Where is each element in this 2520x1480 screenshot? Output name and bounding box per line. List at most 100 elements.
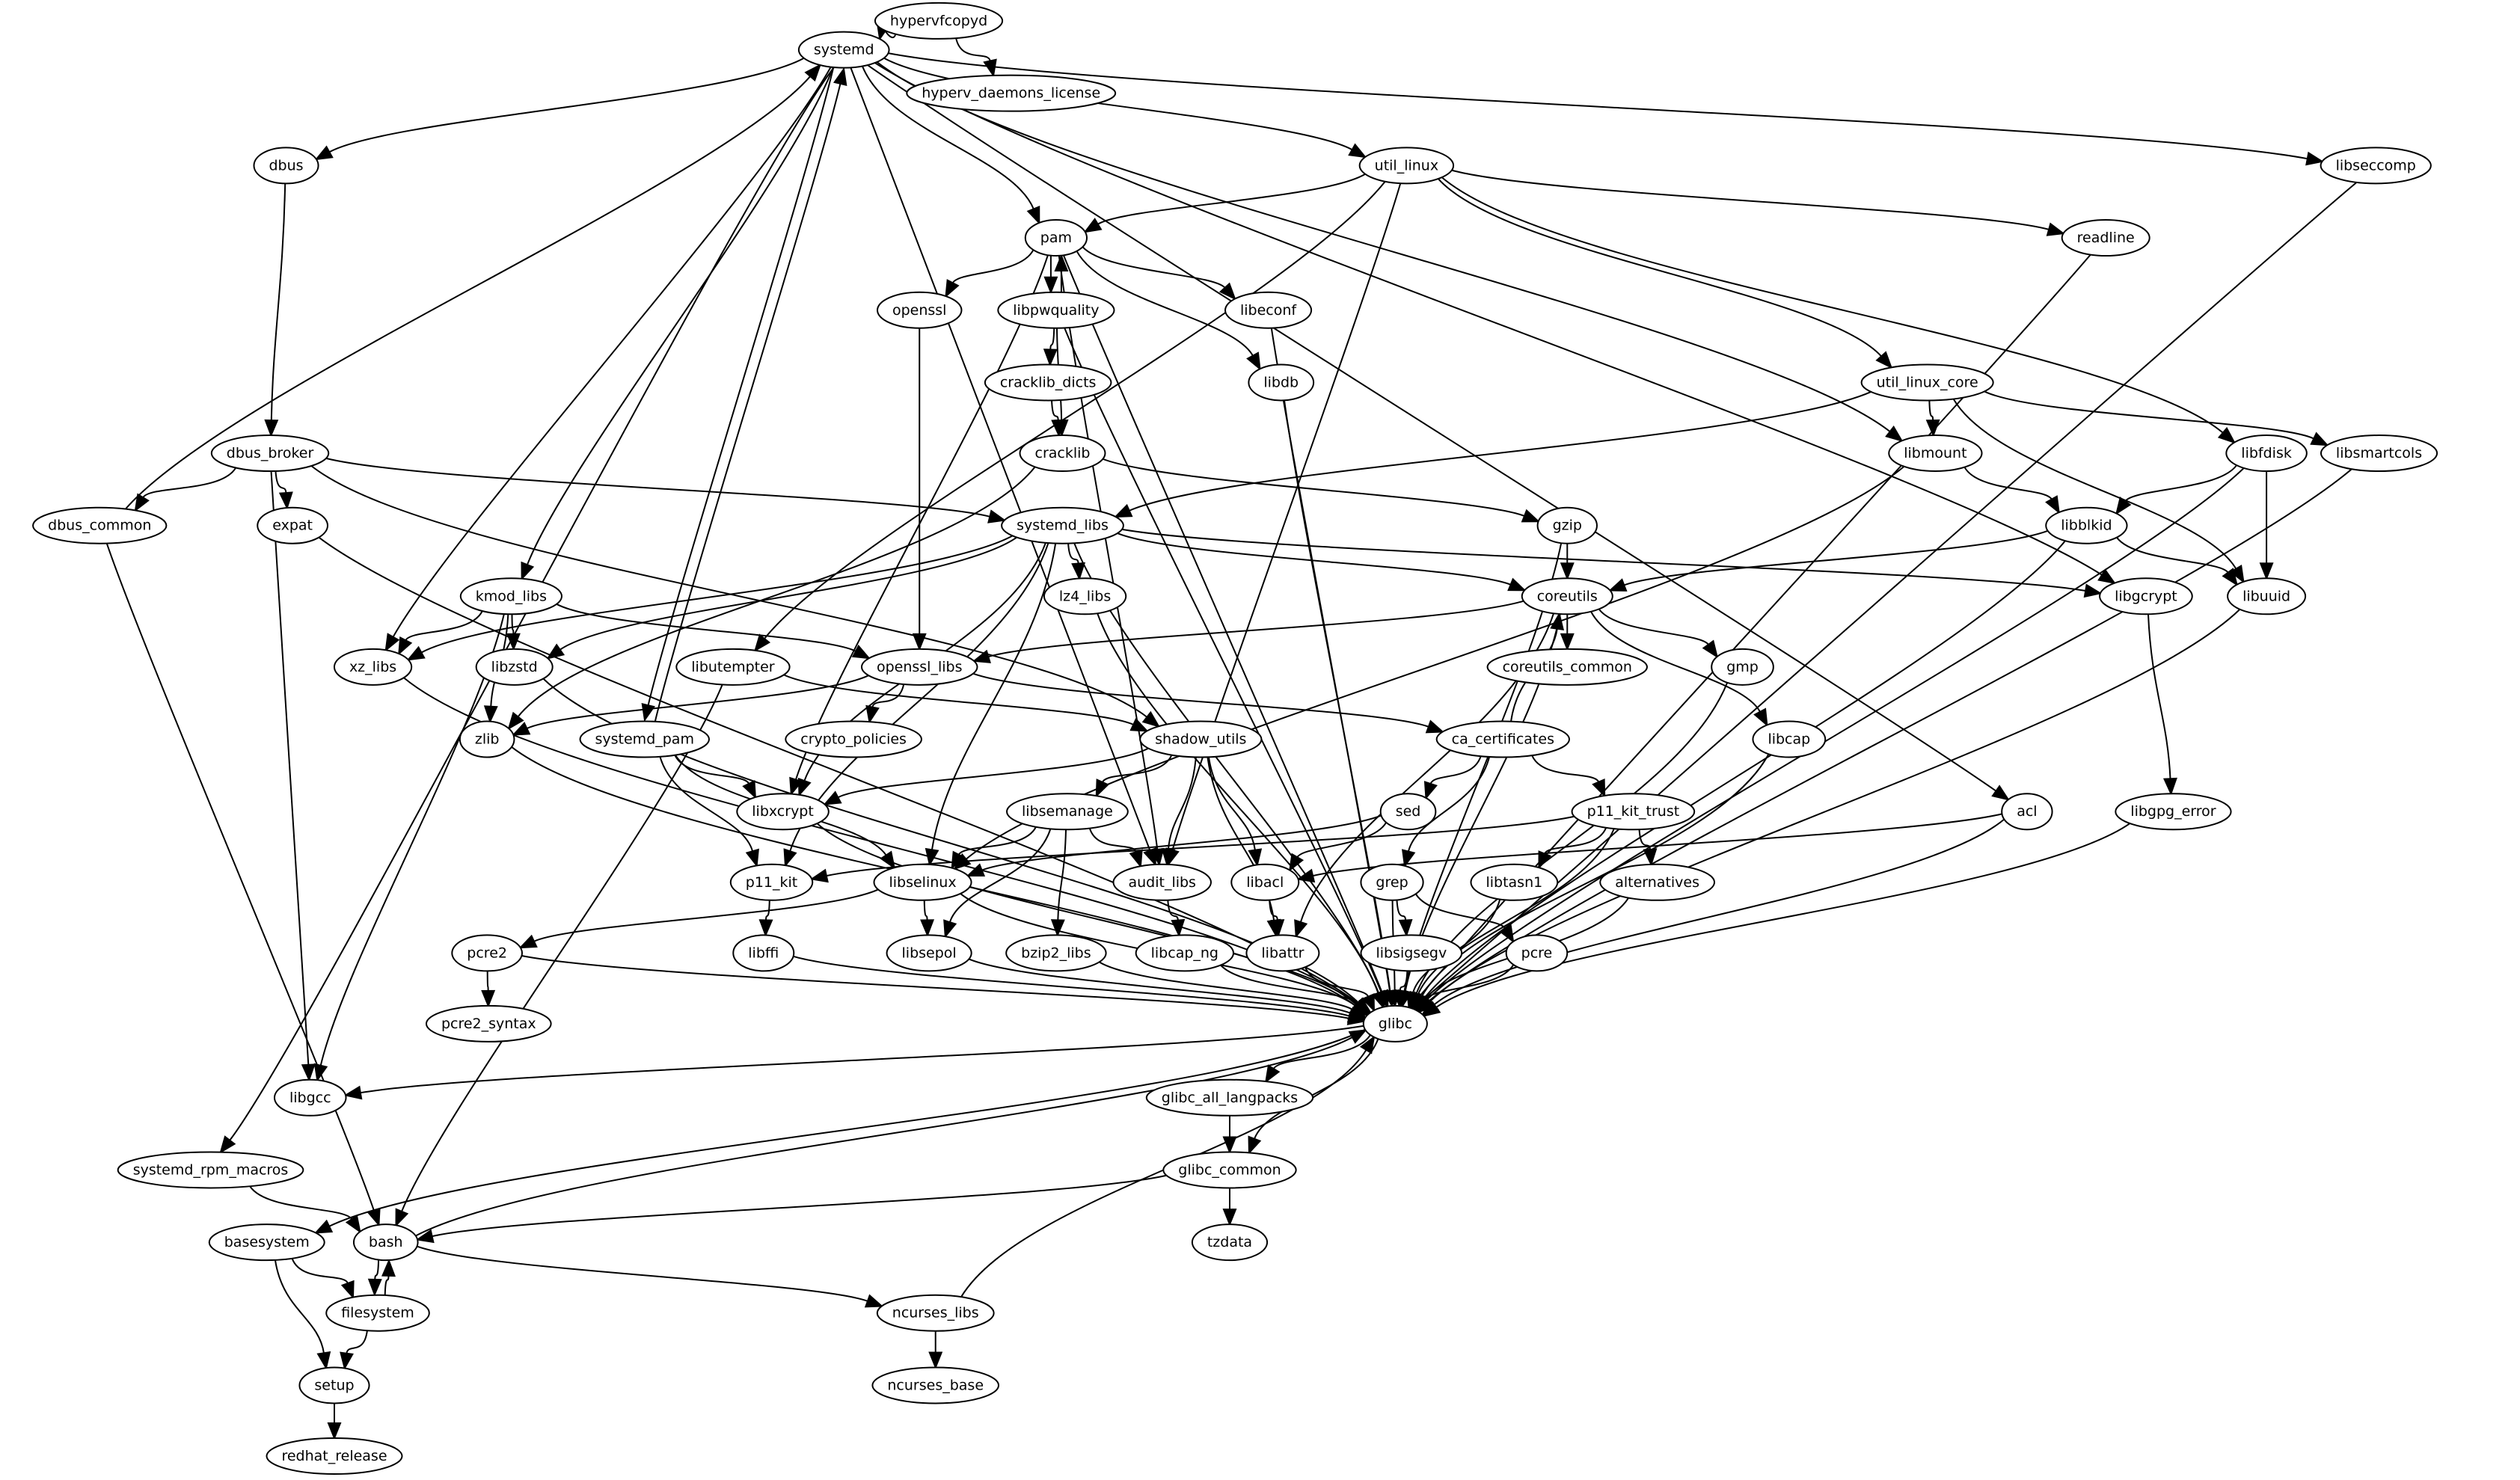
graph-node-glibc[interactable]: glibc bbox=[1362, 1004, 1428, 1043]
graph-node-ncurses-base[interactable]: ncurses_base bbox=[871, 1366, 1000, 1404]
graph-node-libgcrypt[interactable]: libgcrypt bbox=[2099, 577, 2193, 615]
graph-node-readline[interactable]: readline bbox=[2061, 219, 2150, 257]
edge-line bbox=[837, 747, 1149, 799]
graph-node-libseccomp[interactable]: libseccomp bbox=[2320, 147, 2432, 185]
node-label: libselinux bbox=[889, 874, 956, 891]
edge-line bbox=[1304, 966, 1370, 998]
graph-node-gzip[interactable]: gzip bbox=[1536, 506, 1598, 544]
graph-node-audit-libs[interactable]: audit_libs bbox=[1112, 863, 1212, 901]
edge-pam-to-libpwquality bbox=[1043, 256, 1058, 295]
graph-node-systemd-libs[interactable]: systemd_libs bbox=[1001, 506, 1124, 544]
graph-node-util-linux[interactable]: util_linux bbox=[1358, 147, 1455, 185]
graph-node-systemd-rpm-macros[interactable]: systemd_rpm_macros bbox=[117, 1151, 304, 1189]
graph-node-libsemanage[interactable]: libsemanage bbox=[1006, 793, 1129, 831]
edge-line bbox=[969, 958, 1352, 1014]
arrowhead-icon bbox=[1560, 633, 1575, 651]
graph-node-libsmartcols[interactable]: libsmartcols bbox=[2320, 435, 2438, 473]
graph-node-openssl[interactable]: openssl bbox=[876, 291, 963, 329]
graph-node-cracklib[interactable]: cracklib bbox=[1019, 435, 1106, 473]
graph-node-libxcrypt[interactable]: libxcrypt bbox=[736, 793, 830, 831]
graph-node-ncurses-libs[interactable]: ncurses_libs bbox=[876, 1294, 995, 1332]
node-ellipse bbox=[333, 648, 413, 686]
edge-line bbox=[1590, 611, 1761, 713]
node-label: p11_kit_trust bbox=[1587, 803, 1680, 820]
arrowhead-icon bbox=[367, 1278, 382, 1297]
graph-node-grep[interactable]: grep bbox=[1360, 863, 1424, 901]
graph-node-libselinux[interactable]: libselinux bbox=[873, 863, 972, 901]
graph-node-crypto-policies[interactable]: crypto_policies bbox=[785, 720, 922, 758]
node-label: libcap bbox=[1768, 731, 1810, 748]
graph-node-pcre[interactable]: pcre bbox=[1505, 934, 1569, 972]
graph-node-p11-kit-trust[interactable]: p11_kit_trust bbox=[1571, 793, 1696, 831]
graph-node-setup[interactable]: setup bbox=[298, 1366, 370, 1404]
graph-node-cracklib-dicts[interactable]: cracklib_dicts bbox=[984, 363, 1112, 402]
graph-node-openssl-libs[interactable]: openssl_libs bbox=[860, 648, 978, 686]
arrowhead-icon bbox=[398, 636, 413, 656]
graph-node-pam[interactable]: pam bbox=[1024, 219, 1088, 257]
graph-node-dbus-common[interactable]: dbus_common bbox=[32, 506, 168, 544]
graph-node-bash[interactable]: bash bbox=[352, 1223, 419, 1262]
graph-node-acl[interactable]: acl bbox=[2001, 793, 2053, 831]
graph-node-libzstd[interactable]: libzstd bbox=[475, 648, 554, 686]
graph-node-coreutils-common[interactable]: coreutils_common bbox=[1486, 648, 1648, 686]
graph-node-xz-libs[interactable]: xz_libs bbox=[333, 648, 413, 686]
graph-node-libuuid[interactable]: libuuid bbox=[2227, 577, 2307, 615]
edge-util-linux-to-libfdisk bbox=[1441, 176, 2237, 444]
node-ellipse bbox=[1139, 720, 1263, 758]
graph-node-libattr[interactable]: libattr bbox=[1245, 934, 1320, 972]
graph-node-hyperv-daemons-license[interactable]: hyperv_daemons_license bbox=[906, 74, 1117, 112]
node-ellipse bbox=[257, 506, 329, 544]
graph-node-libeconf[interactable]: libeconf bbox=[1224, 291, 1313, 329]
graph-node-lz4-libs[interactable]: lz4_libs bbox=[1043, 577, 1127, 615]
graph-node-libfdisk[interactable]: libfdisk bbox=[2225, 435, 2308, 473]
edge-libfdisk-to-libuuid bbox=[2259, 471, 2274, 580]
graph-node-expat[interactable]: expat bbox=[257, 506, 329, 544]
node-label: libfdisk bbox=[2241, 445, 2292, 461]
node-label: libseccomp bbox=[2336, 157, 2416, 174]
graph-node-libcap[interactable]: libcap bbox=[1752, 720, 1827, 758]
graph-node-sed[interactable]: sed bbox=[1379, 793, 1437, 831]
graph-node-glibc-all-langpacks[interactable]: glibc_all_langpacks bbox=[1145, 1078, 1314, 1117]
arrowhead-icon bbox=[912, 633, 927, 651]
edge-line bbox=[346, 1330, 368, 1354]
graph-node-hypervfcopyd[interactable]: hypervfcopyd bbox=[874, 1, 1004, 40]
graph-node-libutempter[interactable]: libutempter bbox=[675, 648, 791, 686]
graph-node-libdb[interactable]: libdb bbox=[1248, 363, 1315, 402]
graph-node-libacl[interactable]: libacl bbox=[1230, 863, 1300, 901]
graph-node-util-linux-core[interactable]: util_linux_core bbox=[1860, 363, 1994, 402]
graph-node-libpwquality[interactable]: libpwquality bbox=[997, 291, 1115, 329]
graph-node-libcap-ng[interactable]: libcap_ng bbox=[1135, 934, 1235, 972]
graph-node-systemd-pam[interactable]: systemd_pam bbox=[579, 720, 710, 758]
graph-node-alternatives[interactable]: alternatives bbox=[1599, 863, 1716, 901]
graph-node-tzdata[interactable]: tzdata bbox=[1191, 1223, 1269, 1262]
graph-node-filesystem[interactable]: filesystem bbox=[325, 1294, 430, 1332]
graph-node-libblkid[interactable]: libblkid bbox=[2045, 506, 2128, 544]
graph-node-libsigsegv[interactable]: libsigsegv bbox=[1360, 934, 1463, 972]
graph-node-libsepol[interactable]: libsepol bbox=[886, 934, 972, 972]
node-label: libacl bbox=[1246, 874, 1284, 891]
graph-node-gmp[interactable]: gmp bbox=[1711, 648, 1774, 686]
graph-node-coreutils[interactable]: coreutils bbox=[1521, 577, 1613, 615]
graph-node-basesystem[interactable]: basesystem bbox=[208, 1223, 325, 1262]
graph-node-redhat-release[interactable]: redhat_release bbox=[266, 1437, 403, 1475]
graph-node-p11-kit[interactable]: p11_kit bbox=[729, 863, 814, 901]
graph-node-dbus[interactable]: dbus bbox=[253, 147, 319, 185]
graph-node-dbus-broker[interactable]: dbus_broker bbox=[210, 435, 330, 473]
graph-node-kmod-libs[interactable]: kmod_libs bbox=[459, 577, 562, 615]
graph-node-pcre2-syntax[interactable]: pcre2_syntax bbox=[425, 1004, 552, 1043]
graph-node-libffi[interactable]: libffi bbox=[732, 934, 795, 972]
node-ellipse bbox=[475, 648, 554, 686]
graph-node-shadow-utils[interactable]: shadow_utils bbox=[1139, 720, 1263, 758]
graph-node-glibc-common[interactable]: glibc_common bbox=[1162, 1151, 1297, 1189]
graph-node-systemd[interactable]: systemd bbox=[797, 31, 890, 69]
arrowhead-icon bbox=[833, 67, 847, 87]
graph-node-libgpg-error[interactable]: libgpg_error bbox=[2115, 793, 2232, 831]
graph-node-ca-certificates[interactable]: ca_certificates bbox=[1435, 720, 1571, 758]
graph-node-zlib[interactable]: zlib bbox=[459, 720, 515, 758]
graph-node-libtasn1[interactable]: libtasn1 bbox=[1470, 863, 1559, 901]
edge-line bbox=[360, 1025, 1364, 1094]
graph-node-pcre2[interactable]: pcre2 bbox=[451, 934, 523, 972]
graph-node-libgcc[interactable]: libgcc bbox=[273, 1078, 347, 1117]
graph-node-bzip2-libs[interactable]: bzip2_libs bbox=[1005, 934, 1107, 972]
graph-node-libmount[interactable]: libmount bbox=[1888, 435, 1983, 473]
